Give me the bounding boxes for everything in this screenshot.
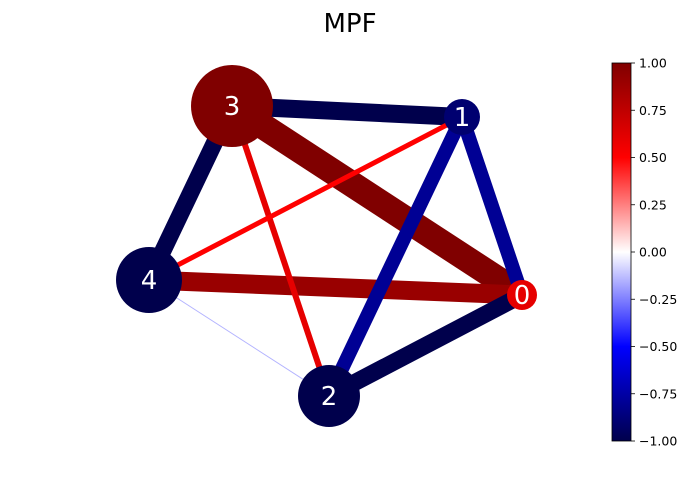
colorbar-tick-label: −1.00 bbox=[639, 434, 677, 449]
node-3[interactable]: 3 bbox=[191, 65, 273, 147]
node-4[interactable]: 4 bbox=[116, 247, 182, 313]
node-label-4: 4 bbox=[141, 266, 158, 296]
node-label-3: 3 bbox=[224, 92, 241, 122]
node-circle-3 bbox=[191, 65, 273, 147]
colorbar-ticks: 1.00 0.75 0.50 0.25 0.00 −0.25 −0.50 −0.75 −1.00 bbox=[631, 56, 677, 449]
node-circle-2 bbox=[298, 365, 360, 427]
colorbar-tick-label: 0.25 bbox=[639, 197, 667, 212]
colorbar-gradient bbox=[611, 62, 632, 442]
edge-1-2 bbox=[322, 113, 469, 400]
node-label-0: 0 bbox=[514, 281, 531, 311]
node-1[interactable]: 1 bbox=[444, 99, 480, 135]
colorbar-tick-label: 1.00 bbox=[639, 56, 667, 71]
edge-4-1 bbox=[147, 114, 464, 283]
edges-layer bbox=[141, 95, 530, 404]
node-label-1: 1 bbox=[454, 103, 471, 133]
colorbar-tick-label: −0.75 bbox=[639, 386, 677, 401]
colorbar-tick-label: 0.50 bbox=[639, 150, 667, 165]
node-circle-0 bbox=[507, 280, 537, 310]
node-circle-1 bbox=[444, 99, 480, 135]
edge-2-0 bbox=[325, 287, 526, 404]
colorbar-tick-label: −0.50 bbox=[639, 339, 677, 354]
edge-1-0 bbox=[455, 114, 529, 298]
edge-3-0 bbox=[224, 95, 530, 306]
node-2[interactable]: 2 bbox=[298, 365, 360, 427]
colorbar-tick-label: 0.00 bbox=[639, 245, 667, 260]
edge-3-2 bbox=[229, 105, 332, 397]
colorbar-tick-label: 0.75 bbox=[639, 103, 667, 118]
nodes-layer: 0 1 2 3 4 bbox=[116, 65, 537, 427]
node-label-2: 2 bbox=[321, 382, 338, 412]
colorbar-tick-label: −0.25 bbox=[639, 292, 677, 307]
node-circle-4 bbox=[116, 247, 182, 313]
edge-4-0 bbox=[148, 270, 523, 305]
colorbar: 1.00 0.75 0.50 0.25 0.00 −0.25 −0.50 −0.75 −1.00 bbox=[611, 56, 677, 449]
node-0[interactable]: 0 bbox=[507, 280, 537, 311]
chart-title: MPF bbox=[323, 9, 376, 39]
edge-4-2 bbox=[148, 279, 330, 397]
